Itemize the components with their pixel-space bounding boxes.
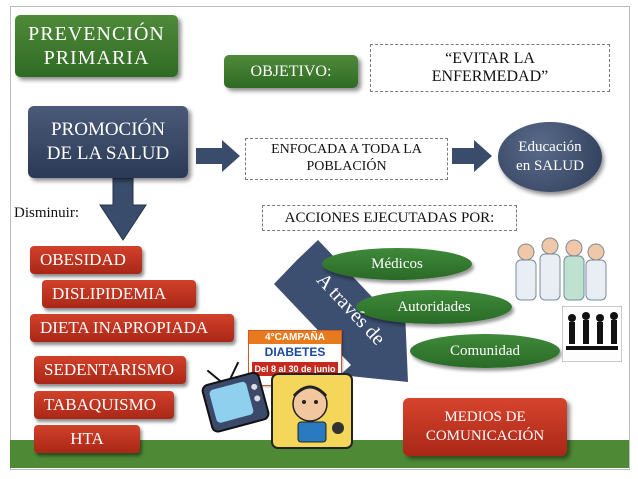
risk-label: HTA [70, 429, 104, 448]
focus-box: ENFOCADA A TODA LA POBLACIÓN [245, 138, 448, 180]
risk-item-hta: HTA [34, 425, 140, 453]
tv-clipart-icon [201, 361, 270, 433]
announcer-clipart-icon [271, 373, 353, 449]
objective-label: OBJETIVO: [250, 62, 332, 80]
risk-item-obesidad: OBESIDAD [30, 246, 142, 274]
actor-label: Médicos [371, 255, 423, 272]
page-title: PREVENCIÓN PRIMARIA [28, 23, 165, 69]
objective-label-box: OBJETIVO: [224, 55, 358, 88]
title-box: PREVENCIÓN PRIMARIA [15, 15, 178, 77]
education-label: Educación en SALUD [516, 139, 584, 174]
risk-item-tabaquismo: TABAQUISMO [34, 391, 174, 419]
objective-value: “EVITAR LA ENFERMEDAD” [431, 49, 549, 85]
risk-label: DIETA INAPROPIADA [40, 318, 209, 337]
down-arrow [99, 177, 147, 241]
actions-label: ACCIONES EJECUTADAS POR: [284, 209, 495, 226]
focus-label: ENFOCADA A TODA LA POBLACIÓN [271, 142, 422, 174]
risk-item-dislipidemia: DISLIPIDEMIA [42, 280, 196, 308]
promotion-box: PROMOCIÓN DE LA SALUD [28, 106, 188, 178]
objective-value-box: “EVITAR LA ENFERMEDAD” [370, 44, 610, 92]
medical-staff-clipart-icon [515, 237, 607, 301]
promotion-label: PROMOCIÓN DE LA SALUD [46, 119, 170, 164]
education-circle: Educación en SALUD [498, 122, 602, 192]
actor-autoridades: Autoridades [356, 290, 512, 324]
actor-label: Comunidad [450, 342, 520, 359]
reduce-label: Disminuir: [14, 205, 80, 221]
actor-label: Autoridades [397, 298, 471, 315]
risk-item-sedentarismo: SEDENTARISMO [34, 356, 186, 384]
actor-comunidad: Comunidad [410, 334, 560, 368]
poster-line1: 4°CAMPAÑA [249, 331, 341, 344]
poster-line3: Del 8 al 30 de junio [252, 362, 338, 376]
media-box: MEDIOS DE COMUNICACIÓN [403, 398, 567, 456]
actions-box: ACCIONES EJECUTADAS POR: [262, 205, 517, 231]
right-arrow-focus [452, 140, 492, 172]
poster-line2: DIABETES [264, 345, 326, 359]
right-arrow-promotion [196, 140, 240, 172]
risk-label: DISLIPIDEMIA [52, 284, 167, 303]
community-clipart-icon [562, 306, 622, 362]
risk-label: TABAQUISMO [44, 395, 156, 414]
actor-medicos: Médicos [322, 248, 472, 280]
media-label: MEDIOS DE COMUNICACIÓN [425, 409, 545, 444]
risk-label: OBESIDAD [40, 250, 126, 269]
risk-item-dieta: DIETA INAPROPIADA [30, 314, 234, 342]
via-arrow [274, 240, 408, 382]
risk-label: SEDENTARISMO [44, 360, 174, 379]
